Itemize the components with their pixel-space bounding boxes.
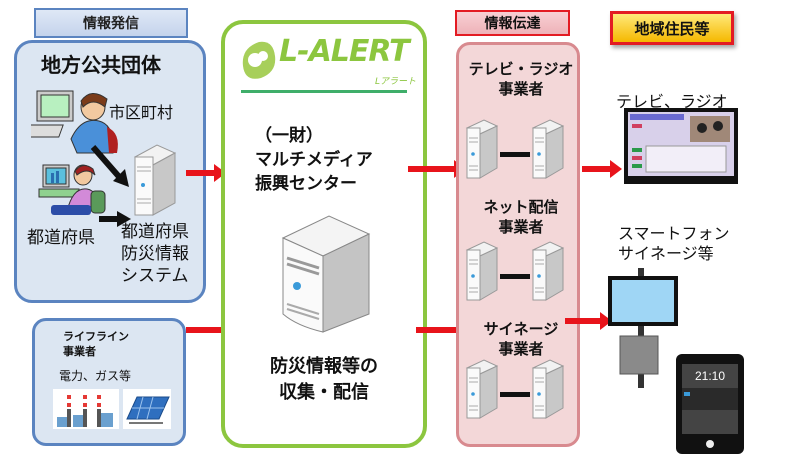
operator-net-delivery: ネット配信 事業者: [459, 197, 583, 237]
operator-signage: サイネージ 事業者: [459, 319, 583, 359]
tv-radio-label: テレビ、ラジオ: [616, 92, 728, 111]
lalert-logo-subtext: Lアラート: [375, 77, 417, 87]
transmission-header-tab: 情報伝達: [455, 10, 570, 36]
system-label-line: 防災情報: [121, 244, 189, 264]
smartphone-icon: 21:10: [676, 354, 744, 454]
server-signage-secondary-icon: [530, 358, 566, 424]
operator-line: テレビ・ラジオ: [468, 60, 574, 78]
lalert-logo-text: L-ALERT: [279, 34, 410, 69]
phone-clock-text: 21:10: [695, 369, 725, 383]
operator-tv-radio: テレビ・ラジオ 事業者: [459, 59, 583, 99]
operator-line: 事業者: [498, 80, 544, 98]
central-server-icon: [281, 215, 371, 333]
transmission-header-label: 情報伝達: [484, 16, 541, 32]
source-header-tab: 情報発信: [34, 8, 188, 38]
function-line: 防災情報等の: [270, 356, 378, 377]
lalert-box: L-ALERT Lアラート （一財） マルチメディア 振興センター 防災情報等の…: [221, 20, 427, 448]
solar-panel-icon: [123, 389, 171, 429]
recipients-header-tab: 地域住民等: [610, 11, 734, 45]
power-plant-icon: [53, 389, 119, 429]
lifeline-title: ライフライン 事業者: [63, 329, 129, 359]
source-header-label: 情報発信: [83, 16, 139, 32]
server-signage-link: [500, 392, 530, 397]
system-label-line: システム: [121, 266, 189, 286]
arrow-lalert-to-signage-operator: [416, 321, 470, 339]
server-tv-radio-link: [500, 152, 530, 157]
smartphone-label-line: サイネージ等: [618, 244, 714, 263]
operator-line: 事業者: [498, 340, 544, 358]
operator-line: ネット配信: [483, 198, 559, 216]
lalert-logo-icon: [242, 41, 276, 79]
smartphone-label-line: スマートフォン: [618, 224, 730, 243]
disaster-info-system-label: 都道府県 防災情報 システム: [121, 221, 189, 287]
lifeline-title-line: ライフライン: [63, 330, 129, 343]
org-line: 振興センター: [255, 174, 357, 194]
tv-screen-icon: [624, 108, 738, 184]
arrow-tv-operator-to-tv: [582, 160, 622, 178]
smartphone-signage-label: スマートフォン サイネージ等: [618, 224, 730, 264]
server-net-delivery-link: [500, 274, 530, 279]
municipality-label: 市区町村: [109, 103, 174, 122]
internal-arrows: [90, 145, 131, 227]
system-label-line: 都道府県: [121, 222, 189, 242]
local-government-title: 地方公共団体: [41, 53, 161, 77]
prefecture-worker-icon: [38, 164, 106, 215]
operator-line: サイネージ: [483, 320, 559, 338]
org-line: （一財）: [255, 126, 323, 146]
server-net-delivery-primary-icon: [464, 240, 500, 306]
function-line: 収集・配信: [279, 382, 369, 403]
arrow-system-to-lalert: [186, 164, 226, 182]
lifeline-examples: 電力、ガス等: [59, 369, 132, 383]
recipients-header-label: 地域住民等: [634, 19, 710, 38]
center-function-label: 防災情報等の 収集・配信: [225, 354, 423, 406]
operator-line: 事業者: [498, 218, 544, 236]
local-government-box: 地方公共団体 市区町村: [14, 40, 206, 303]
server-signage-primary-icon: [464, 358, 500, 424]
prefecture-server-icon: [133, 144, 177, 216]
logo-underline: [241, 90, 407, 93]
prefecture-label: 都道府県: [27, 228, 95, 248]
server-net-delivery-secondary-icon: [530, 240, 566, 306]
org-line: マルチメディア: [255, 150, 373, 170]
municipality-worker-icon: [31, 90, 118, 154]
lifeline-box: ライフライン 事業者 電力、ガス等: [32, 318, 186, 446]
server-tv-radio-secondary-icon: [530, 118, 566, 184]
center-org-label: （一財） マルチメディア 振興センター: [255, 124, 373, 196]
lifeline-title-line: 事業者: [63, 345, 96, 358]
server-tv-radio-primary-icon: [464, 118, 500, 184]
arrow-lalert-to-tv-operator: [408, 160, 466, 178]
digital-signage-icon: [608, 268, 678, 388]
arrow-signage-operator-to-signage: [565, 312, 612, 330]
